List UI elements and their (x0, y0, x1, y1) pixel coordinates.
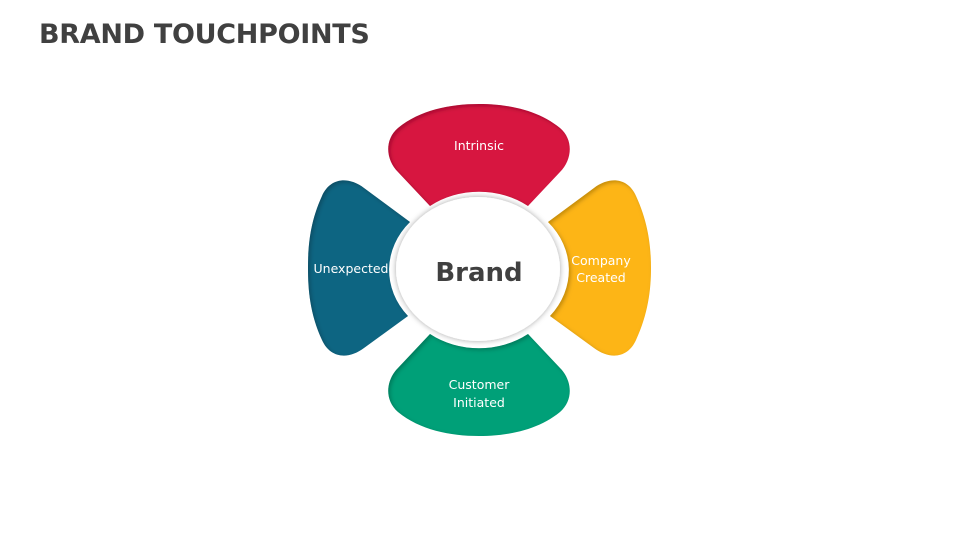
petal-unexpected: Unexpected (308, 180, 410, 356)
center-circle (396, 197, 560, 341)
slide-title: BRAND TOUCHPOINTS (39, 19, 370, 50)
petal-intrinsic-shape (388, 104, 570, 206)
petal-customer-initiated: Customer Initiated (388, 334, 570, 436)
petal-company-created-label-line1: Company (571, 253, 631, 268)
petal-company-created-shape (548, 180, 651, 356)
petal-unexpected-label: Unexpected (314, 261, 389, 276)
petal-company-created-label-line2: Created (576, 270, 625, 285)
petal-intrinsic-label: Intrinsic (454, 138, 504, 153)
center-hub: Brand (396, 197, 560, 341)
petal-customer-initiated-shape (388, 334, 570, 436)
petal-company-created: Company Created (548, 180, 651, 356)
petal-unexpected-shape (308, 180, 410, 356)
petal-customer-initiated-label-line1: Customer (449, 377, 511, 392)
petal-intrinsic: Intrinsic (388, 104, 570, 206)
center-label: Brand (435, 258, 522, 288)
petal-customer-initiated-label-line2: Initiated (453, 395, 505, 410)
